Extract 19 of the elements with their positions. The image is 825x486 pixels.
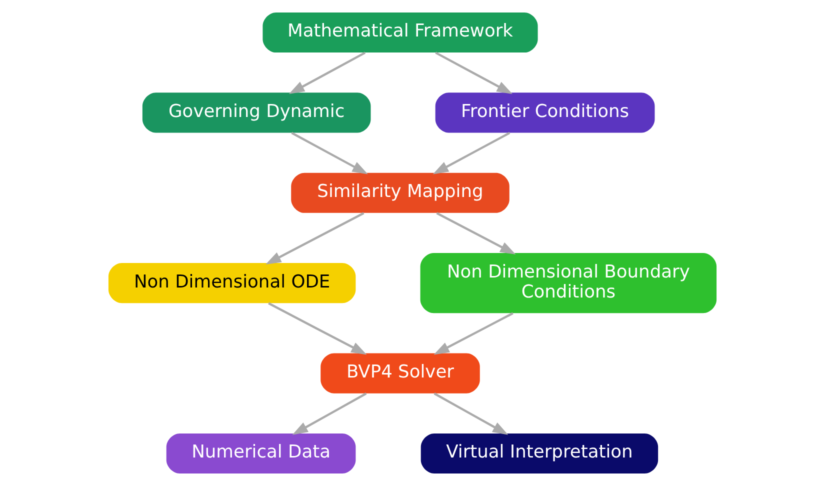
node-box: Mathematical Framework — [262, 12, 538, 53]
node-box: BVP4 Solver — [320, 353, 480, 394]
arrow — [288, 52, 366, 94]
arrow — [266, 212, 364, 264]
arrow — [292, 392, 367, 435]
node-box: Virtual Interpretation — [420, 433, 658, 474]
arrow — [291, 132, 368, 174]
arrow — [434, 312, 514, 355]
arrow — [432, 132, 510, 174]
arrow — [268, 302, 367, 355]
node-box: Similarity Mapping — [291, 172, 510, 213]
arrow — [434, 392, 508, 435]
node-box: Frontier Conditions — [435, 92, 655, 133]
node-box: Governing Dynamic — [142, 92, 371, 133]
arrow — [435, 52, 512, 94]
node-box: Numerical Data — [166, 433, 356, 474]
node-box: Non Dimensional Boundary Conditions — [420, 253, 717, 314]
arrow — [436, 212, 516, 254]
node-box: Non Dimensional ODE — [108, 263, 356, 304]
